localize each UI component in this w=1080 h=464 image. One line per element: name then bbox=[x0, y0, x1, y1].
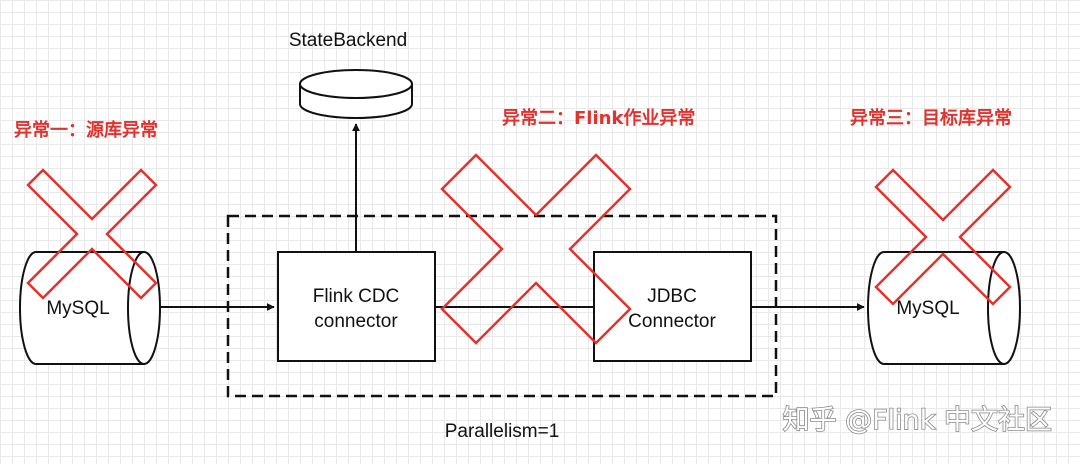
cross-source-icon bbox=[26, 168, 158, 300]
target-mysql-label: MySQL bbox=[896, 298, 959, 319]
cross-job-icon bbox=[440, 153, 632, 345]
exception-source-label: 异常一：源库异常 bbox=[14, 119, 158, 141]
state-backend-cylinder bbox=[299, 69, 413, 119]
flink-cdc-connector-box bbox=[277, 251, 436, 362]
exception-job-label: 异常二：Flink作业异常 bbox=[502, 107, 695, 129]
jdbc-connector-label-line1: JDBC bbox=[647, 286, 697, 307]
jdbc-connector-box bbox=[593, 251, 752, 362]
source-mysql-cylinder bbox=[19, 251, 161, 365]
cross-target-icon bbox=[874, 168, 1012, 306]
flink-cdc-connector-label-line2: connector bbox=[314, 311, 398, 332]
target-mysql-cylinder bbox=[867, 251, 1021, 365]
source-mysql-label: MySQL bbox=[46, 298, 109, 319]
watermark-text: 知乎 @Flink 中文社区 bbox=[783, 405, 1052, 436]
jdbc-connector-label-line2: Connector bbox=[628, 311, 716, 332]
state-backend-label: StateBackend bbox=[289, 30, 407, 51]
flink-cdc-connector-label-line1: Flink CDC bbox=[313, 286, 400, 307]
exception-target-label: 异常三：目标库异常 bbox=[850, 107, 1012, 129]
parallelism-label: Parallelism=1 bbox=[445, 421, 560, 442]
